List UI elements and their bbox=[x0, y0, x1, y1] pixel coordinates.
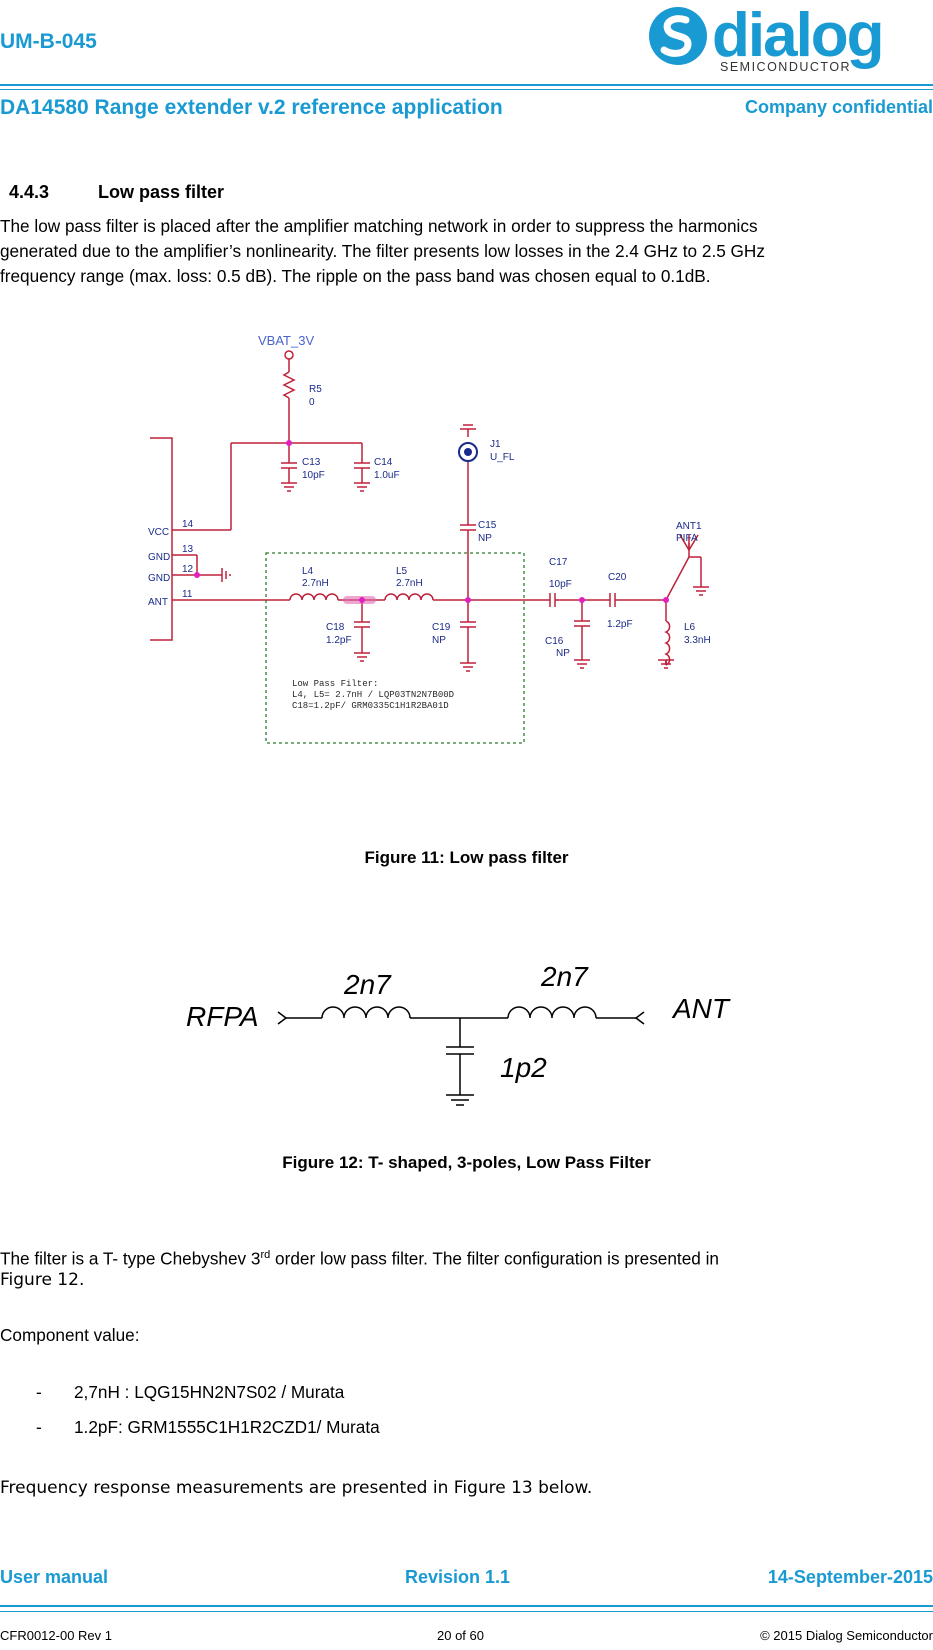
figure-12-reference: Figure 12. bbox=[0, 1270, 85, 1290]
c15-label: C15 bbox=[478, 520, 497, 531]
paragraph-line: generated due to the amplifier’s nonline… bbox=[0, 241, 765, 261]
l6-value: 3.3nH bbox=[684, 635, 711, 646]
c17-label: C17 bbox=[549, 557, 568, 568]
c20-value: 1.2pF bbox=[607, 619, 633, 630]
paragraph-line: frequency range (max. loss: 0.5 dB). The… bbox=[0, 266, 711, 286]
pin-number: 14 bbox=[182, 519, 194, 530]
doc-id: UM-B-045 bbox=[0, 30, 97, 53]
j1-label: J1 bbox=[490, 439, 501, 450]
logo-word: dialog bbox=[712, 2, 883, 70]
section-number: 4.4.3 bbox=[9, 182, 50, 202]
footer-copyright: © 2015 Dialog Semiconductor bbox=[760, 1628, 933, 1643]
pin-name: GND bbox=[148, 573, 170, 584]
c15-value: NP bbox=[478, 533, 492, 544]
section-title: Low pass filter bbox=[98, 182, 225, 202]
c18-value: 1.2pF bbox=[326, 635, 352, 646]
confidential-label: Company confidential bbox=[744, 97, 933, 117]
ant1-label: ANT1 bbox=[676, 521, 702, 532]
l5-value: 2.7nH bbox=[396, 578, 423, 589]
pin-name: ANT bbox=[148, 597, 168, 608]
j1-value: U_FL bbox=[490, 452, 515, 463]
c19-label: C19 bbox=[432, 622, 451, 633]
section-paragraph: The low pass filter is placed after the … bbox=[0, 214, 933, 289]
filter-note-line: C18=1.2pF/ GRM0335C1H1R2BA01D bbox=[292, 701, 449, 711]
figure-12-caption: Figure 12: T- shaped, 3-poles, Low Pass … bbox=[282, 1153, 651, 1172]
bullet-dash: - bbox=[36, 1417, 42, 1437]
output-label: ANT bbox=[671, 993, 731, 1024]
frequency-response-line: Frequency response measurements are pres… bbox=[0, 1478, 593, 1498]
logo-sub: SEMICONDUCTOR bbox=[720, 60, 851, 74]
schematic-diagram: VBAT_3V R5 0 C13 10pF C14 1.0uF J1 U_FL … bbox=[148, 333, 711, 744]
l4-value: 2.7nH bbox=[302, 578, 329, 589]
component-item: 1.2pF: GRM1555C1H1R2CZD1/ Murata bbox=[74, 1417, 380, 1437]
filter-description: The filter is a T- type Chebyshev 3rd or… bbox=[0, 1243, 933, 1272]
ant1-value: PIFA bbox=[676, 533, 698, 544]
paragraph-line: The low pass filter is placed after the … bbox=[0, 216, 758, 236]
input-label: RFPA bbox=[186, 1001, 259, 1032]
footer-date: 14-September-2015 bbox=[767, 1567, 933, 1587]
right-inductor-value: 2n7 bbox=[540, 961, 589, 992]
c13-label: C13 bbox=[302, 457, 321, 468]
c17-value: 10pF bbox=[549, 579, 572, 590]
filter-note-line: Low Pass Filter: bbox=[292, 679, 378, 689]
l6-label: L6 bbox=[684, 622, 696, 633]
left-inductor-value: 2n7 bbox=[343, 969, 392, 1000]
c14-value: 1.0uF bbox=[374, 470, 400, 481]
r5-label: R5 bbox=[309, 384, 322, 395]
description-text: The filter is a T- type Chebyshev 3 bbox=[0, 1248, 261, 1269]
pin-number: 11 bbox=[182, 589, 193, 600]
figure-11-caption: Figure 11: Low pass filter bbox=[364, 848, 569, 867]
t-filter-diagram: RFPA ANT 2n7 2n7 1p2 bbox=[186, 961, 731, 1106]
c13-value: 10pF bbox=[302, 470, 325, 481]
footer-page-number: 20 of 60 bbox=[437, 1628, 484, 1643]
footer-left: User manual bbox=[0, 1567, 109, 1587]
r5-value: 0 bbox=[309, 397, 315, 408]
pin-name: VCC bbox=[148, 527, 169, 538]
pin-number: 12 bbox=[182, 564, 194, 575]
filter-note-line: L4, L5= 2.7nH / LQP03TN2N7B00D bbox=[292, 690, 454, 700]
component-heading: Component value: bbox=[0, 1325, 140, 1345]
pin-name: GND bbox=[148, 552, 170, 563]
c14-label: C14 bbox=[374, 457, 393, 468]
pin-number: 13 bbox=[182, 544, 194, 555]
l5-label: L5 bbox=[396, 566, 408, 577]
c16-value: NP bbox=[556, 648, 570, 659]
capacitor-value: 1p2 bbox=[500, 1052, 547, 1083]
l4-label: L4 bbox=[302, 566, 314, 577]
bullet-dash: - bbox=[36, 1382, 42, 1402]
vbat-label: VBAT_3V bbox=[258, 333, 314, 348]
description-text-cont: order low pass filter. The filter config… bbox=[270, 1248, 719, 1269]
dialog-logo: dialog SEMICONDUCTOR bbox=[648, 1, 933, 74]
footer-doc-code: CFR0012-00 Rev 1 bbox=[0, 1628, 112, 1643]
doc-title: DA14580 Range extender v.2 reference app… bbox=[0, 96, 503, 119]
superscript-rd: rd bbox=[260, 1249, 271, 1261]
c20-label: C20 bbox=[608, 572, 627, 583]
c19-value: NP bbox=[432, 635, 446, 646]
footer-revision: Revision 1.1 bbox=[405, 1567, 511, 1587]
component-item: 2,7nH : LQG15HN2N7S02 / Murata bbox=[74, 1382, 345, 1402]
c18-label: C18 bbox=[326, 622, 345, 633]
c16-label: C16 bbox=[545, 636, 564, 647]
